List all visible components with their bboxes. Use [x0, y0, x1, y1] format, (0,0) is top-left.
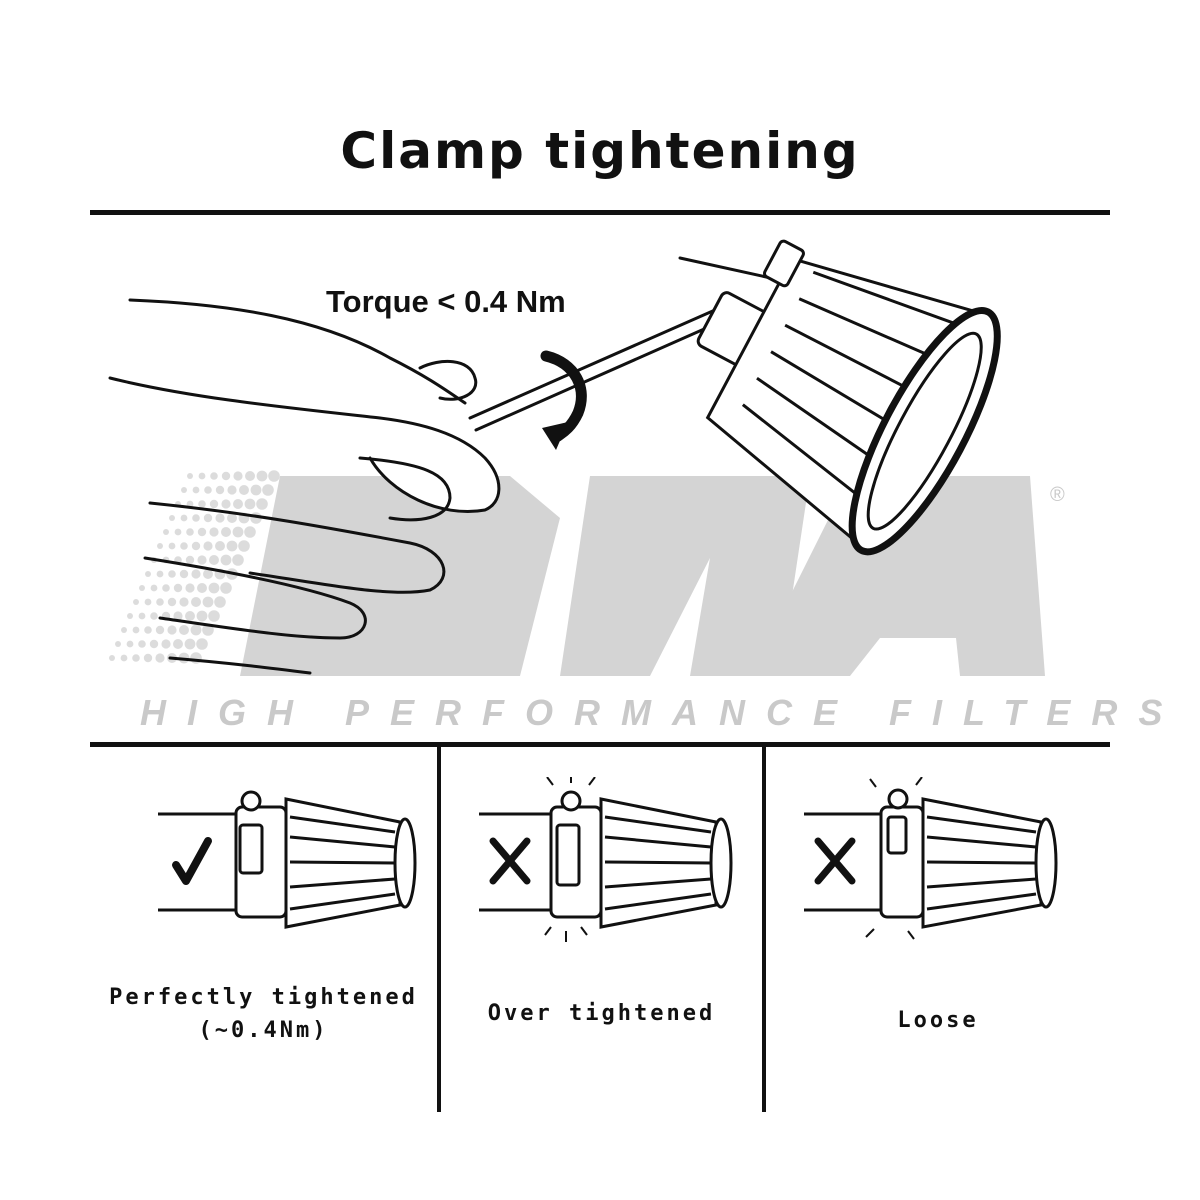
filter-icon: [549, 790, 733, 929]
cross-icon: [814, 837, 856, 885]
filter-diagram-loose: [804, 777, 1058, 940]
filter-icon: [879, 788, 1058, 929]
top-divider: [90, 210, 1110, 215]
caption-line: Over tightened: [487, 1001, 716, 1026]
caption-over: Over tightened: [441, 997, 762, 1030]
panel-loose: Loose: [766, 747, 1110, 1112]
screwdriver-icon: [468, 256, 782, 432]
panel-divider: [762, 745, 766, 1112]
torque-label: Torque < 0.4 Nm: [326, 284, 566, 319]
filter-diagram-over: [479, 777, 733, 942]
caption-perfect: Perfectly tightened (~0.4Nm): [90, 981, 437, 1047]
rotation-arrow-icon: [540, 350, 587, 450]
caption-line: Perfectly tightened: [109, 985, 418, 1010]
filter-diagram-perfect: [158, 790, 417, 929]
check-icon: [172, 837, 212, 885]
brand-logo-shape: [240, 476, 1045, 676]
gap-lines-icon: [865, 777, 923, 940]
brand-watermark: [109, 470, 1045, 676]
halftone-dots: [109, 470, 280, 664]
panel-over: Over tightened: [441, 747, 762, 1112]
middle-divider: [90, 742, 1110, 747]
page-title: Clamp tightening: [340, 122, 860, 180]
panel-perfect: Perfectly tightened (~0.4Nm): [90, 747, 437, 1112]
strain-lines-icon: [544, 777, 596, 942]
panel-divider: [437, 745, 441, 1112]
caption-line: (~0.4Nm): [198, 1018, 329, 1043]
hand-illustration: [108, 298, 501, 675]
filter-icon: [234, 790, 417, 929]
brand-tagline: HIGH PERFORMANCE FILTERS: [140, 692, 1184, 733]
caption-loose: Loose: [766, 1004, 1110, 1037]
caption-line: Loose: [897, 1008, 979, 1033]
hero-illustration: ®: [108, 239, 1065, 676]
registered-mark: ®: [1050, 484, 1065, 506]
air-filter-icon: [696, 239, 1001, 556]
cross-icon: [489, 837, 531, 885]
